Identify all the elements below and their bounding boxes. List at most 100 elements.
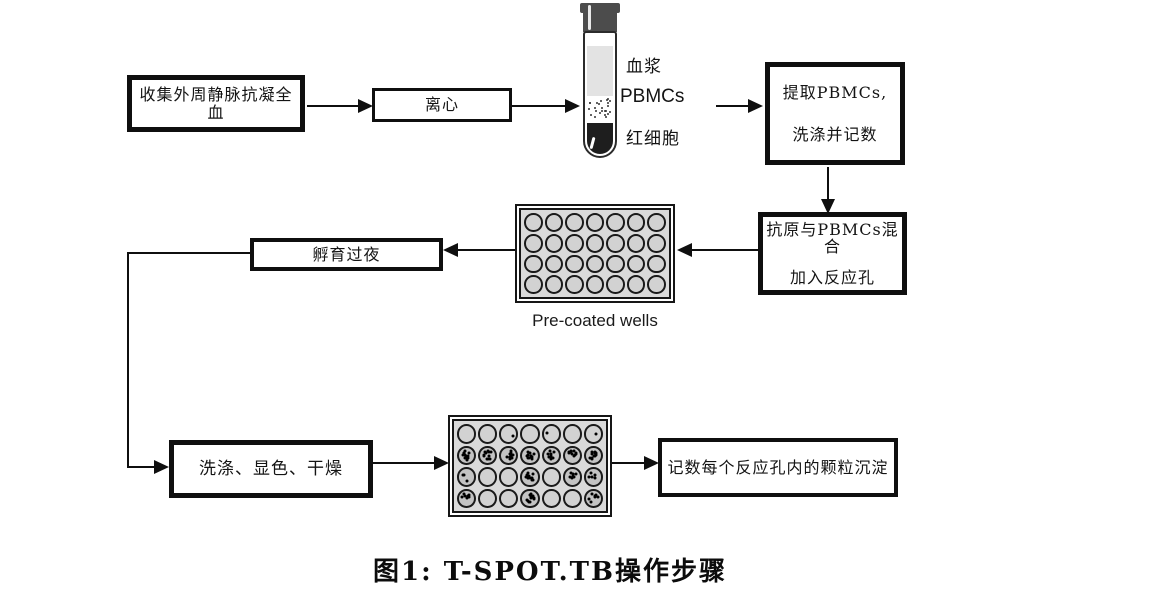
- arrow-line-extract-mix: [827, 167, 829, 199]
- spot-dot: [461, 453, 465, 457]
- plate-result-grid: [452, 419, 608, 513]
- well: [562, 445, 582, 465]
- plate-result: [448, 415, 612, 517]
- well: [585, 254, 605, 274]
- spot-dot: [463, 456, 467, 460]
- spot-dot: [465, 456, 469, 460]
- well: [606, 254, 625, 274]
- well: [457, 445, 477, 465]
- spot-dot: [525, 454, 529, 458]
- spot-dot: [593, 495, 597, 499]
- well: [647, 233, 666, 253]
- pbmc-dot: [595, 109, 598, 112]
- spot-dot: [486, 457, 490, 461]
- spot-dot: [486, 449, 490, 453]
- well: [562, 424, 582, 444]
- well: [647, 213, 666, 232]
- well: [541, 488, 561, 508]
- spot-dot: [593, 451, 597, 455]
- spot-dot: [532, 496, 536, 500]
- well: [541, 467, 561, 487]
- spot-dot: [590, 492, 594, 496]
- spot-dot: [482, 453, 486, 457]
- spot-dot: [590, 452, 594, 456]
- pbmc-dot: [600, 109, 603, 112]
- step-label: 记数每个反应孔内的颗粒沉淀: [667, 457, 889, 477]
- spot-dot: [552, 450, 556, 454]
- step-label: 孵育过夜: [312, 244, 381, 264]
- well: [544, 233, 564, 253]
- well: [478, 424, 498, 444]
- test-tube: [583, 31, 617, 158]
- well: [524, 233, 543, 253]
- pbmc-dot: [606, 99, 609, 102]
- pbmc-dot: [601, 107, 604, 110]
- spot-dot: [593, 454, 597, 458]
- arrowhead-right-icon: [565, 99, 580, 113]
- spot-dot: [489, 450, 493, 454]
- well: [585, 275, 605, 294]
- well: [606, 275, 625, 294]
- pbmc-dot: [608, 110, 611, 113]
- pbmc-dot: [605, 115, 608, 118]
- well: [478, 488, 498, 508]
- spot-dot: [530, 455, 534, 459]
- arrow-line-collect-centrifuge: [307, 105, 358, 107]
- well: [524, 254, 543, 274]
- spot-dot: [567, 450, 571, 454]
- pbmc-dot: [604, 110, 607, 113]
- spot-dot: [593, 473, 597, 477]
- spot-dot: [590, 450, 594, 454]
- arrow-line-tube-extract: [716, 105, 748, 107]
- pbmc-dot: [599, 100, 602, 103]
- spot-dot: [574, 451, 578, 455]
- spot-dot: [587, 475, 591, 479]
- well: [457, 467, 477, 487]
- step-box-extract-pbmcs: 提取PBMCs, 洗涤并记数: [765, 62, 905, 165]
- well: [583, 424, 603, 444]
- arrowhead-right-icon: [748, 99, 763, 113]
- well: [544, 213, 564, 232]
- spot-dot: [570, 476, 574, 480]
- spot-dot: [589, 500, 593, 504]
- spot-dot: [548, 449, 552, 453]
- arrowhead-left-icon: [443, 243, 458, 257]
- well: [562, 488, 582, 508]
- well: [565, 213, 584, 232]
- well: [457, 488, 477, 508]
- well: [520, 467, 540, 487]
- spot-dot: [511, 453, 515, 457]
- well: [583, 467, 603, 487]
- well: [541, 445, 561, 465]
- spot-dot: [488, 457, 492, 461]
- pbmc-dot: [587, 108, 590, 111]
- test-tube-cap: [583, 12, 617, 32]
- well: [606, 233, 625, 253]
- pbmc-dot: [598, 102, 601, 105]
- spot-dot: [463, 449, 467, 453]
- spot-dot: [587, 497, 591, 501]
- spot-dot: [531, 472, 535, 476]
- spot-dot: [526, 450, 530, 454]
- spot-dot: [526, 456, 530, 460]
- spot-dot: [525, 498, 529, 502]
- spot-dot: [572, 449, 576, 453]
- spot-dot: [508, 457, 512, 461]
- spot-dot: [463, 494, 467, 498]
- pbmc-dot: [608, 99, 611, 102]
- step-box-count-spots: 记数每个反应孔内的颗粒沉淀: [658, 438, 898, 497]
- test-tube-cap-highlight: [588, 5, 591, 30]
- well: [499, 424, 519, 444]
- well: [626, 275, 646, 294]
- well: [478, 445, 498, 465]
- spot-dot: [462, 451, 466, 455]
- spot-dot: [505, 455, 509, 459]
- step-label: 洗涤、显色、干燥: [199, 458, 343, 479]
- well: [606, 213, 625, 232]
- pbmc-dot: [599, 111, 602, 114]
- spot-dot: [569, 450, 573, 454]
- spot-dot: [530, 457, 534, 461]
- arrowhead-down-icon: [821, 199, 835, 214]
- well: [524, 275, 543, 294]
- well: [499, 467, 519, 487]
